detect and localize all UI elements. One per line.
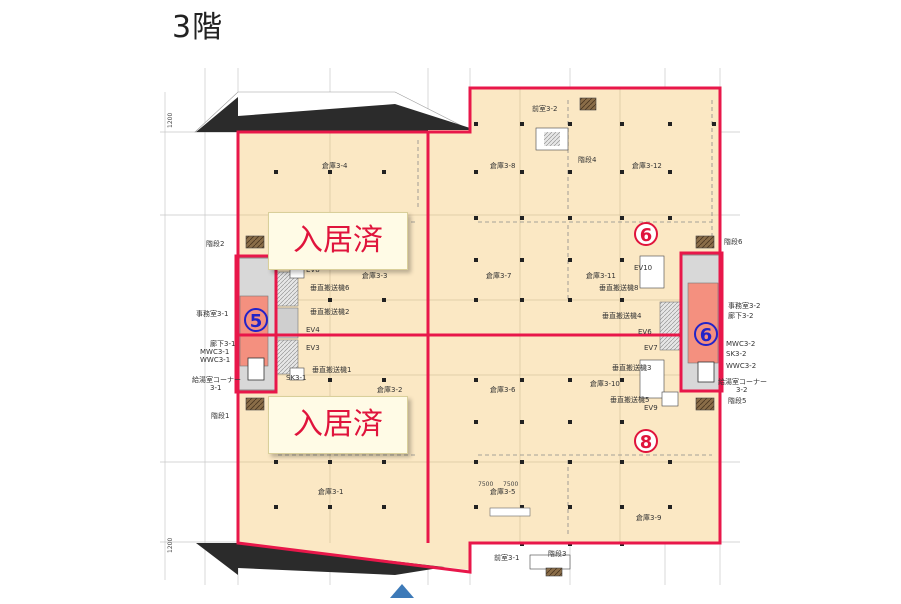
- room-label: 給湯室コーナー: [192, 375, 241, 384]
- room-label: 垂直搬送機2: [310, 307, 349, 316]
- page-title: 3階: [172, 10, 224, 45]
- room-label: 垂直搬送機6: [310, 283, 350, 292]
- scroll-up-arrow-icon[interactable]: [390, 584, 414, 598]
- room-label: 階段2: [206, 239, 224, 248]
- room-label: 階段3: [548, 549, 566, 558]
- room-label: 倉庫3-2: [377, 385, 402, 394]
- room-label: 廊下3-1: [210, 339, 235, 348]
- room-label: EV3: [306, 344, 320, 352]
- room-label: 垂直搬送機8: [599, 283, 638, 292]
- room-label: 廊下3-2: [728, 311, 753, 320]
- room-label: 倉庫3-12: [632, 161, 662, 170]
- room-label: 倉庫3-10: [590, 379, 620, 388]
- room-label: EV7: [644, 344, 658, 352]
- room-label: 階段6: [724, 237, 743, 246]
- room-label: SK3-2: [726, 350, 746, 358]
- room-label: EV4: [306, 326, 320, 334]
- room-label: 前室3-1: [494, 553, 519, 562]
- room-label: 倉庫3-7: [486, 271, 511, 280]
- room-label: EV6: [638, 328, 652, 336]
- dimension-label: 1200: [167, 113, 174, 128]
- dimension-label: 7500: [478, 481, 493, 488]
- room-label: WWC3-2: [726, 362, 756, 370]
- room-label: MWC3-1: [200, 348, 229, 356]
- room-label: MWC3-2: [726, 340, 755, 348]
- unit-number-8: 8: [634, 429, 658, 453]
- room-label: 垂直搬送機4: [602, 311, 642, 320]
- room-label: 倉庫3-3: [362, 271, 387, 280]
- room-label: 事務室3-1: [196, 309, 228, 318]
- room-label: 倉庫3-6: [490, 385, 516, 394]
- room-label: 垂直搬送機1: [312, 365, 351, 374]
- svg-text:6: 6: [640, 225, 653, 246]
- room-label: 階段1: [211, 411, 229, 420]
- room-label: 倉庫3-1: [318, 487, 343, 496]
- room-label: 垂直搬送機3: [612, 363, 651, 372]
- room-label: 階段4: [578, 155, 597, 164]
- room-label: 階段5: [728, 396, 746, 405]
- tenant-outlines: [234, 86, 724, 574]
- room-label: SK3-1: [286, 374, 306, 382]
- svg-text:5: 5: [250, 311, 263, 332]
- room-label: 3-1: [210, 384, 221, 392]
- ramp-top: [238, 104, 470, 132]
- unit-number-5: 5: [244, 308, 268, 332]
- room-label: EV8: [306, 266, 320, 274]
- room-label: WWC3-1: [200, 356, 230, 364]
- room-label: 倉庫3-5: [490, 487, 515, 496]
- dimension-label: 7500: [503, 481, 518, 488]
- room-label: 倉庫3-9: [636, 513, 661, 522]
- room-label: EV10: [634, 264, 652, 272]
- right-core: [639, 235, 723, 411]
- room-label: 給湯室コーナー: [718, 377, 767, 386]
- dimension-label: 1200: [167, 538, 174, 553]
- occupied-badge-bottom: 入居済: [268, 396, 408, 454]
- unit-number-6-blue: 6: [694, 322, 718, 346]
- room-label: 3-2: [736, 386, 747, 394]
- room-label: 倉庫3-11: [586, 271, 616, 280]
- room-label: 倉庫3-4: [322, 161, 348, 170]
- room-label: 垂直搬送機5: [610, 395, 649, 404]
- svg-text:8: 8: [640, 432, 653, 453]
- unit-number-6-red: 6: [634, 222, 658, 246]
- room-label: EV9: [644, 404, 658, 412]
- room-label: 事務室3-2: [728, 301, 760, 310]
- occupied-badge-top: 入居済: [268, 212, 408, 270]
- room-label: 前室3-2: [532, 104, 557, 113]
- svg-text:6: 6: [700, 325, 713, 346]
- room-label: 倉庫3-8: [490, 161, 515, 170]
